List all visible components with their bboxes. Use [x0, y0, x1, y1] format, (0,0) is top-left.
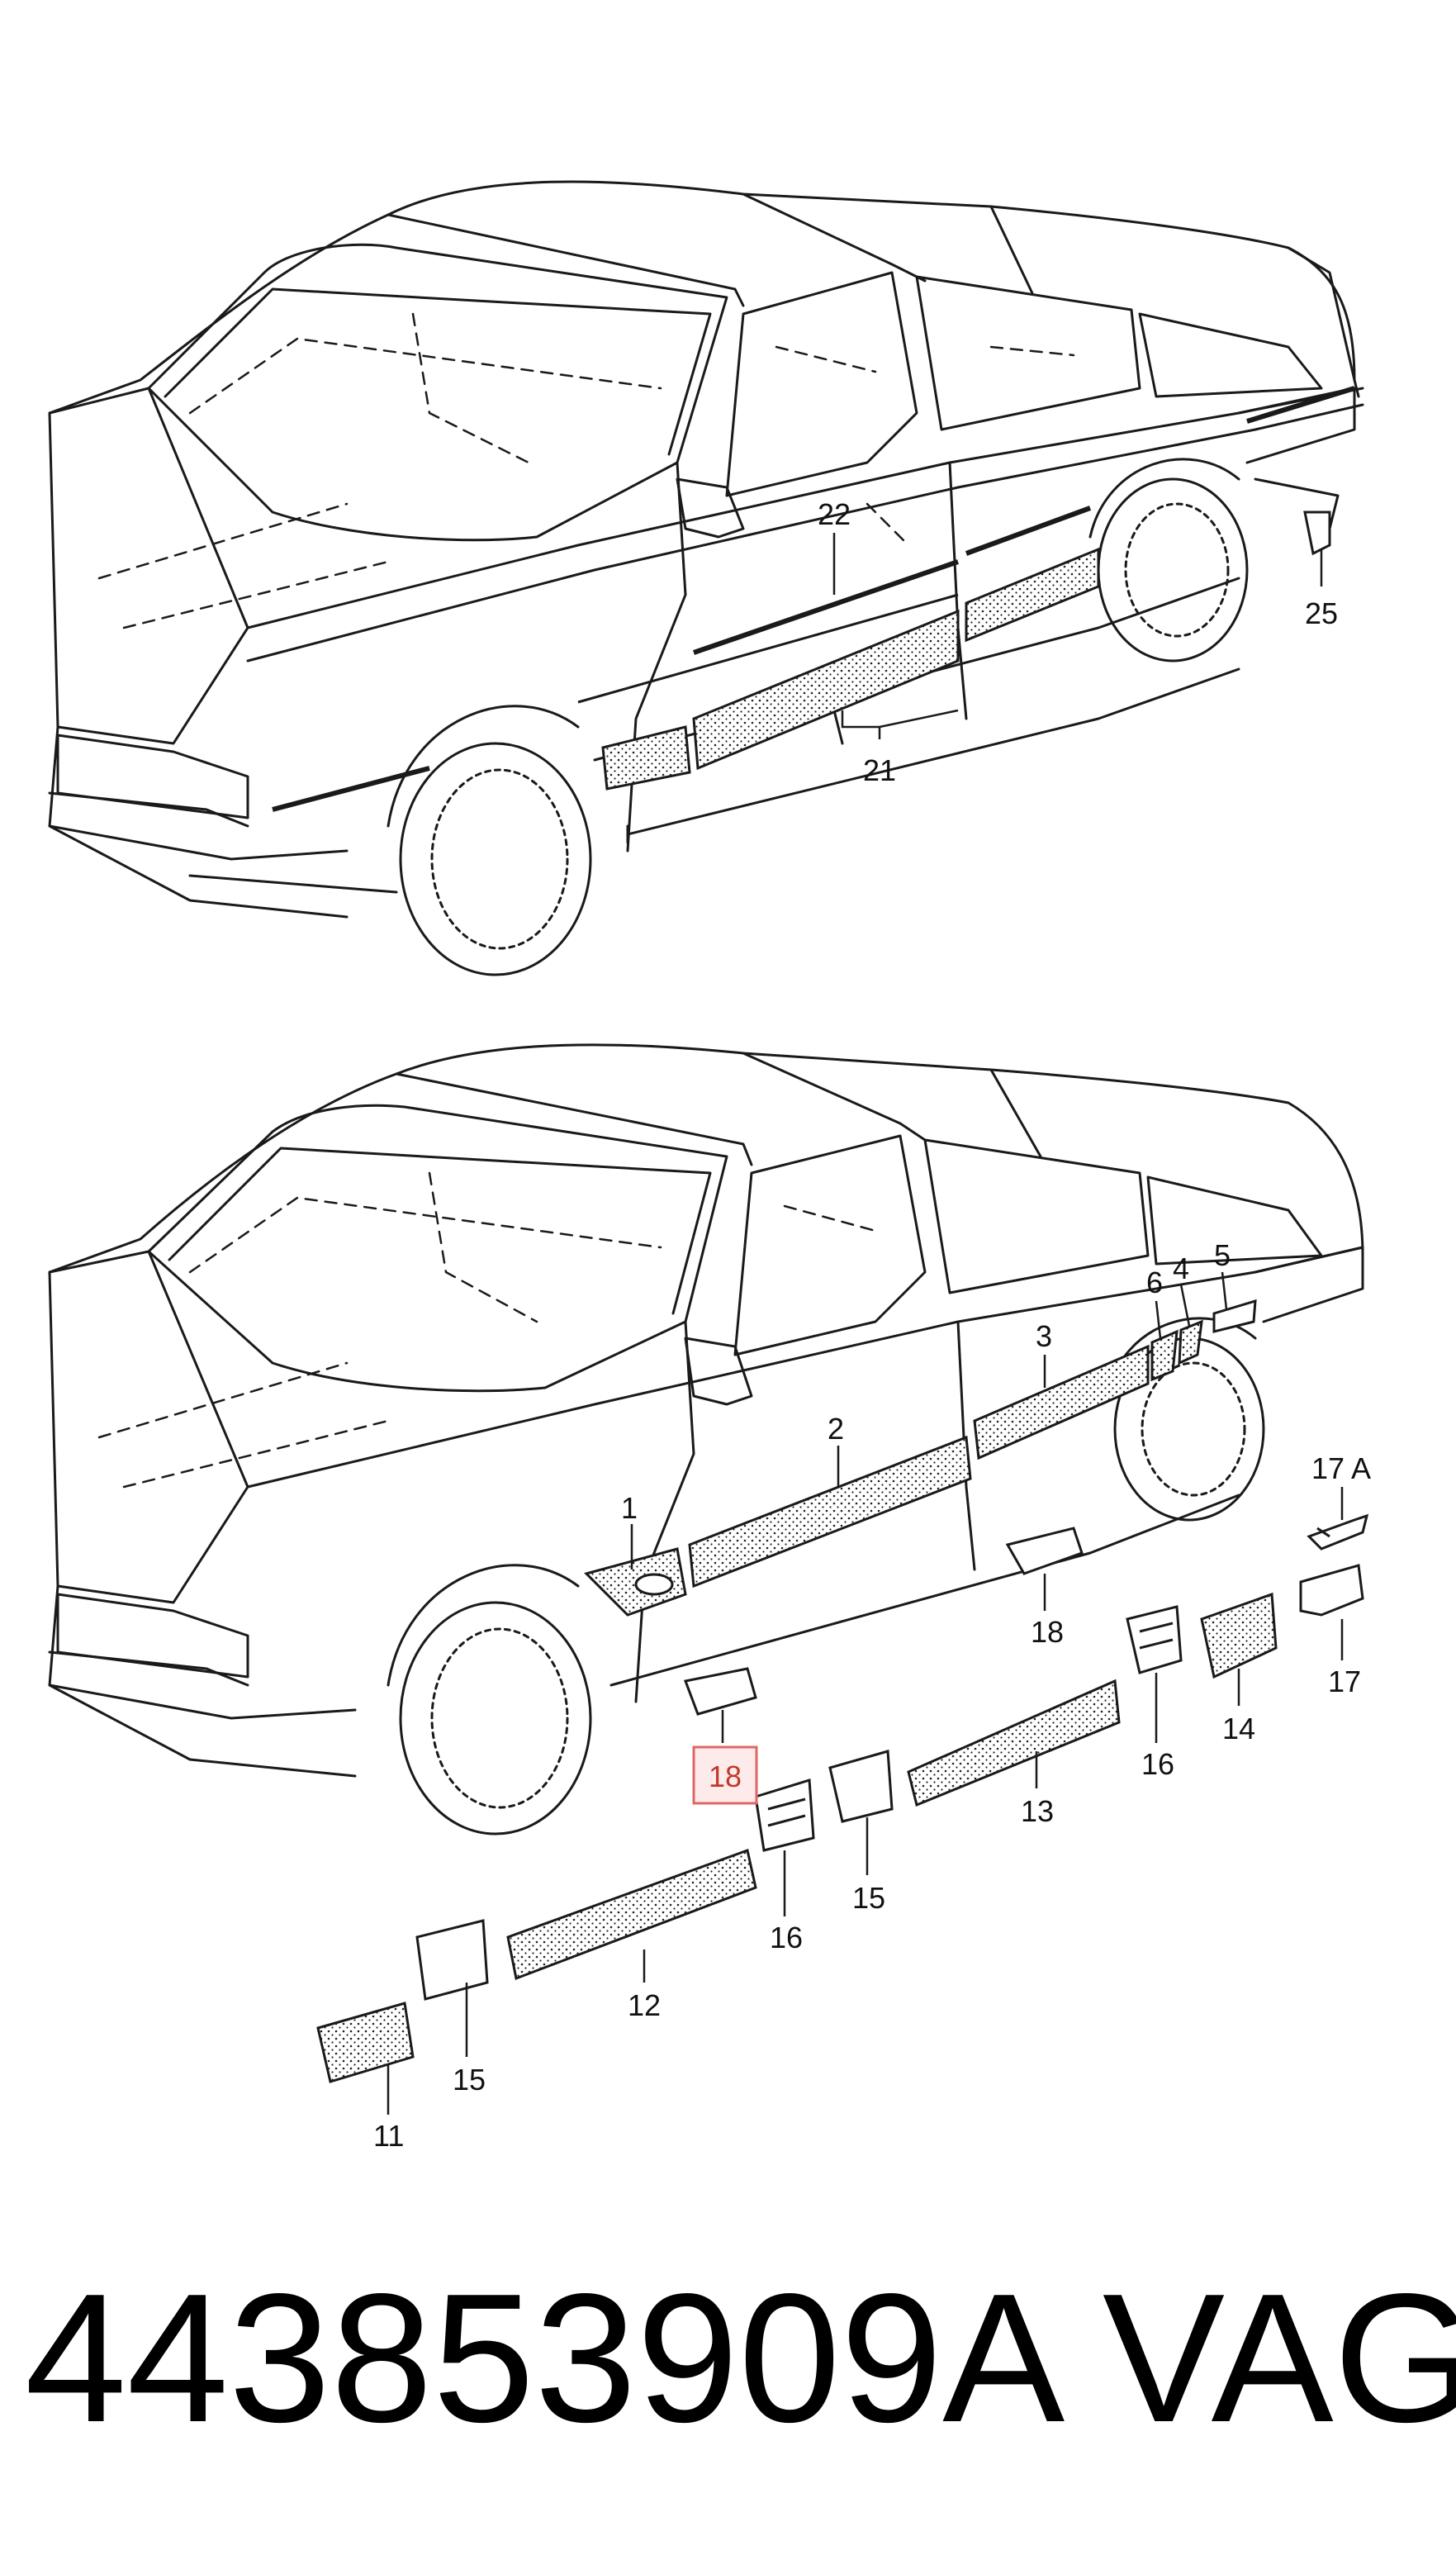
callout-5: 5	[1214, 1238, 1231, 1272]
part-number: 443853909A	[25, 2256, 1065, 2461]
highlight-box	[692, 1745, 758, 1805]
callout-11: 11	[373, 2119, 404, 2153]
bottom-car-moldings	[584, 1299, 1257, 1617]
top-moldings	[272, 386, 1355, 812]
callout-2: 2	[828, 1412, 844, 1446]
callout-15-lower: 15	[453, 2063, 486, 2097]
callout-14: 14	[1222, 1712, 1255, 1745]
callout-22: 22	[818, 497, 851, 531]
callout-15-middle: 15	[852, 1881, 885, 1915]
callout-13: 13	[1021, 1794, 1054, 1828]
callout-17a: 17 A	[1311, 1451, 1371, 1485]
loose-parts	[316, 1513, 1369, 2083]
callout-3: 3	[1036, 1319, 1052, 1353]
manufacturer-label: VAG	[1103, 2256, 1456, 2461]
callout-4: 4	[1173, 1251, 1189, 1285]
callout-1: 1	[621, 1491, 638, 1525]
bottom-leaders	[387, 1271, 1344, 2115]
callout-18-upper: 18	[1031, 1615, 1064, 1649]
callout-21: 21	[863, 753, 896, 787]
car-bottom-view	[48, 1043, 1364, 1836]
top-leaders	[832, 533, 1323, 739]
callout-18-highlighted[interactable]: 18	[709, 1760, 742, 1793]
car-top-view	[48, 180, 1364, 976]
callout-16-middle: 16	[770, 1921, 803, 1954]
callout-16-right: 16	[1141, 1747, 1174, 1781]
callout-25: 25	[1305, 596, 1338, 630]
callout-17: 17	[1328, 1665, 1361, 1698]
callout-6: 6	[1146, 1266, 1163, 1299]
callout-12: 12	[628, 1988, 661, 2022]
